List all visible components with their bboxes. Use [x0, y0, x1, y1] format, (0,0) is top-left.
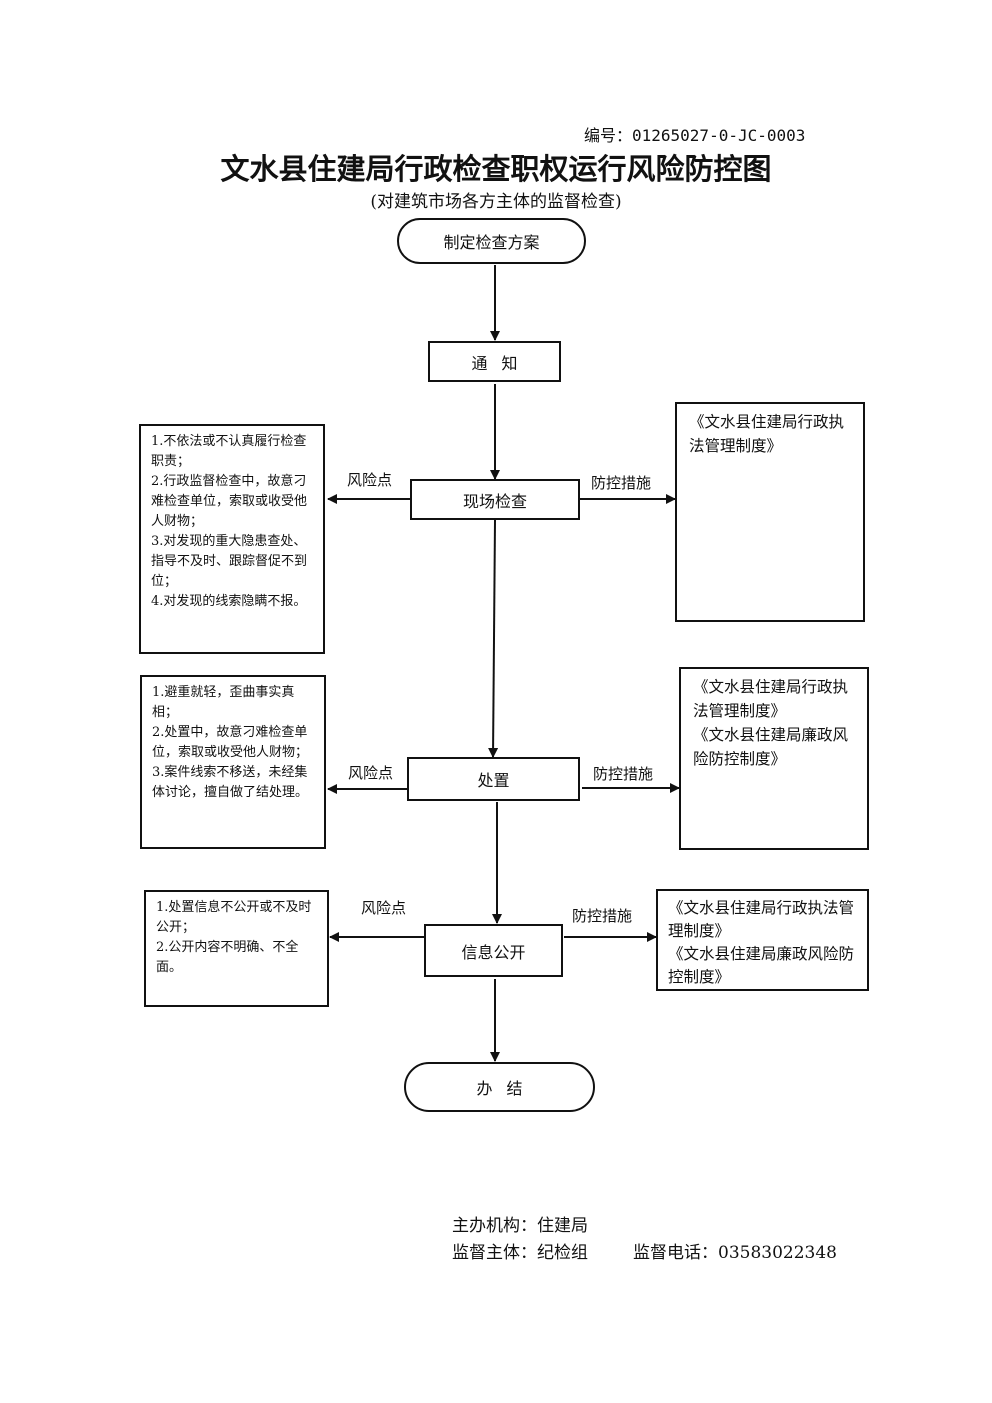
disclosure-measures-box: 《文水县住建局行政执法管理制度》 《文水县住建局廉政风险防控制度》: [656, 889, 869, 991]
info-disclosure-label: 信息公开: [461, 942, 526, 962]
disclosure-risk-item: 1.处置信息不公开或不及时公开；: [156, 900, 312, 935]
page-title: 文水县住建局行政检查职权运行风险防控图: [220, 152, 772, 186]
disclosure-risk-box: 1.处置信息不公开或不及时公开； 2.公开内容不明确、不全面。: [144, 890, 329, 1007]
start-node: 制定检查方案: [397, 218, 586, 264]
arrow-onsite-to-handle: [488, 519, 499, 758]
notice-node-label: 通知: [471, 353, 532, 373]
handling-risk-item: 1.避重就轻，歪曲事实真相；: [152, 685, 295, 720]
handling-node: 处置: [407, 757, 580, 801]
phone-text: 监督电话：03583022348: [633, 1243, 837, 1263]
onsite-measures-box: 《文水县住建局行政执法管理制度》: [675, 402, 865, 622]
control-measures-label-1: 防控措施: [591, 474, 652, 492]
onsite-measure-item: 《文水县住建局行政执法管理制度》: [689, 413, 845, 455]
control-measures-label-3: 防控措施: [572, 907, 633, 925]
start-node-label: 制定检查方案: [443, 233, 540, 252]
handling-measure-item: 《文水县住建局行政执法管理制度》: [693, 678, 849, 720]
control-measures-label-2: 防控措施: [593, 765, 654, 783]
onsite-inspection-node: 现场检查: [410, 479, 580, 520]
handling-label: 处置: [477, 771, 510, 790]
onsite-risk-item: 1.不依法或不认真履行检查职责；: [151, 434, 307, 469]
organizer-text: 主办机构：住建局: [452, 1216, 588, 1236]
onsite-risk-item: 2.行政监督检查中，故意刁难检查单位，索取或收受他人财物；: [151, 474, 308, 529]
supervisor-text: 监督主体：纪检组: [452, 1243, 588, 1263]
notice-node: 通知: [428, 341, 561, 382]
onsite-risk-item: 3.对发现的重大隐患查处、指导不及时、跟踪督促不到位；: [151, 534, 308, 589]
page-subtitle: (对建筑市场各方主体的监督检查): [370, 192, 622, 212]
end-node: 办结: [404, 1062, 595, 1112]
onsite-inspection-label: 现场检查: [462, 491, 527, 511]
risk-point-label-2: 风险点: [348, 764, 394, 782]
handling-risk-box: 1.避重就轻，歪曲事实真相； 2.处置中，故意刁难检查单位，索取或收受他人财物；…: [140, 675, 326, 849]
handling-measures-box: 《文水县住建局行政执法管理制度》 《文水县住建局廉政风险防控制度》: [679, 667, 869, 850]
handling-risk-item: 2.处置中，故意刁难检查单位，索取或收受他人财物；: [152, 725, 309, 760]
disclosure-measure-item: 《文水县住建局行政执法管理制度》: [668, 899, 855, 940]
end-node-label: 办结: [476, 1079, 537, 1098]
handling-measure-item: 《文水县住建局廉政风险防控制度》: [693, 726, 849, 768]
risk-point-label-1: 风险点: [347, 471, 393, 489]
onsite-risk-box: 1.不依法或不认真履行检查职责； 2.行政监督检查中，故意刁难检查单位，索取或收…: [139, 424, 325, 654]
handling-risk-item: 3.案件线索不移送，未经集体讨论，擅自做了结处理。: [152, 765, 309, 800]
risk-point-label-3: 风险点: [361, 899, 407, 917]
document-number: 编号：01265027-0-JC-0003: [584, 126, 806, 145]
onsite-risk-item: 4.对发现的线索隐瞒不报。: [151, 594, 307, 609]
disclosure-measure-item: 《文水县住建局廉政风险防控制度》: [668, 945, 855, 986]
info-disclosure-node: 信息公开: [424, 924, 563, 977]
disclosure-risk-item: 2.公开内容不明确、不全面。: [156, 940, 299, 975]
